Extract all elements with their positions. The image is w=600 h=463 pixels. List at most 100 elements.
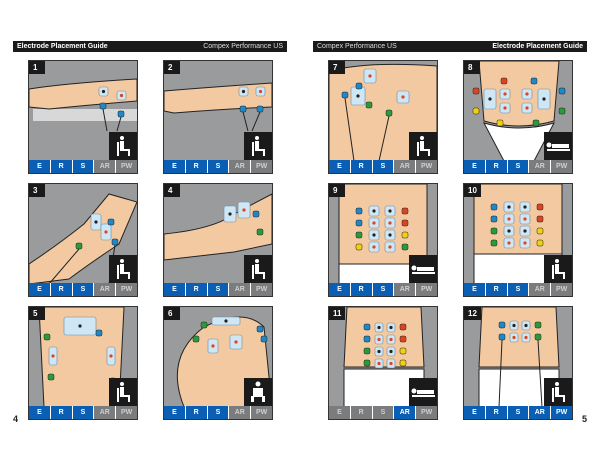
electrode-illustration <box>29 78 137 132</box>
mode-e: E <box>464 160 485 173</box>
mode-r: R <box>50 283 72 296</box>
electrode-illustration <box>29 193 137 285</box>
mode-pw: PW <box>551 406 572 419</box>
electrode-illustration <box>478 307 560 408</box>
lying-posture-icon <box>544 132 572 160</box>
electrode-illustration <box>472 61 566 162</box>
seated-posture-icon <box>109 378 137 406</box>
mode-pw: PW <box>416 283 437 296</box>
seated-posture-icon <box>409 132 437 160</box>
mode-e: E <box>164 160 185 173</box>
lying-posture-icon <box>409 255 437 283</box>
page-number-left: 4 <box>13 414 19 424</box>
mode-s: S <box>72 406 94 419</box>
mode-r: R <box>185 160 207 173</box>
mode-e: E <box>29 160 50 173</box>
mode-s: S <box>72 283 94 296</box>
mode-e: E <box>29 283 50 296</box>
page-number-right: 5 <box>582 414 588 424</box>
mode-s: S <box>207 160 229 173</box>
mode-pw: PW <box>116 283 137 296</box>
panel-number: 2 <box>164 61 180 74</box>
mode-r: R <box>485 406 507 419</box>
mode-e: E <box>164 406 185 419</box>
mode-s: S <box>507 283 529 296</box>
mode-pw: PW <box>416 406 437 419</box>
mode-pw: PW <box>251 406 272 419</box>
mode-s: S <box>72 160 94 173</box>
seated-front-posture-icon <box>244 378 272 406</box>
right-page-header: Compex Performance US Electrode Placemen… <box>313 41 587 52</box>
mode-r: R <box>50 406 72 419</box>
mode-r: R <box>50 160 72 173</box>
mode-ar: AR <box>394 283 416 296</box>
header-title: Electrode Placement Guide <box>17 43 108 50</box>
mode-r: R <box>350 283 372 296</box>
panel-number: 3 <box>29 184 45 197</box>
mode-ar: AR <box>394 160 416 173</box>
header-product: Compex Performance US <box>203 43 283 50</box>
mode-pw: PW <box>116 406 137 419</box>
header-title: Electrode Placement Guide <box>492 43 583 50</box>
panel-number: 1 <box>29 61 45 74</box>
mode-ar: AR <box>229 160 251 173</box>
mode-ar: AR <box>94 283 116 296</box>
mode-e: E <box>29 406 50 419</box>
mode-ar: AR <box>529 283 551 296</box>
mode-r: R <box>485 283 507 296</box>
mode-s: S <box>372 406 394 419</box>
mode-s: S <box>372 283 394 296</box>
lying-posture-icon <box>409 378 437 406</box>
mode-pw: PW <box>116 160 137 173</box>
mode-ar: AR <box>94 160 116 173</box>
panel-number: 9 <box>329 184 345 197</box>
panel-number: 8 <box>464 61 480 74</box>
mode-pw: PW <box>251 283 272 296</box>
panel-number: 4 <box>164 184 180 197</box>
mode-e: E <box>464 406 485 419</box>
mode-s: S <box>372 160 394 173</box>
mode-pw: PW <box>251 160 272 173</box>
seated-posture-icon <box>244 132 272 160</box>
mode-r: R <box>185 406 207 419</box>
mode-pw: PW <box>416 160 437 173</box>
mode-ar: AR <box>229 283 251 296</box>
mode-ar: AR <box>94 406 116 419</box>
electrode-illustration <box>473 184 563 285</box>
header-product: Compex Performance US <box>317 43 397 50</box>
seated-posture-icon <box>244 255 272 283</box>
mode-pw: PW <box>551 283 572 296</box>
mode-s: S <box>207 406 229 419</box>
seated-posture-icon <box>109 132 137 160</box>
electrode-illustration <box>164 82 272 132</box>
mode-r: R <box>350 160 372 173</box>
mode-s: S <box>207 283 229 296</box>
mode-s: S <box>507 406 529 419</box>
mode-ar: AR <box>529 160 551 173</box>
electrode-illustration <box>338 184 428 285</box>
mode-e: E <box>329 160 350 173</box>
panel-number: 11 <box>329 307 346 320</box>
mode-r: R <box>485 160 507 173</box>
seated-posture-icon <box>544 255 572 283</box>
panel-number: 5 <box>29 307 45 320</box>
